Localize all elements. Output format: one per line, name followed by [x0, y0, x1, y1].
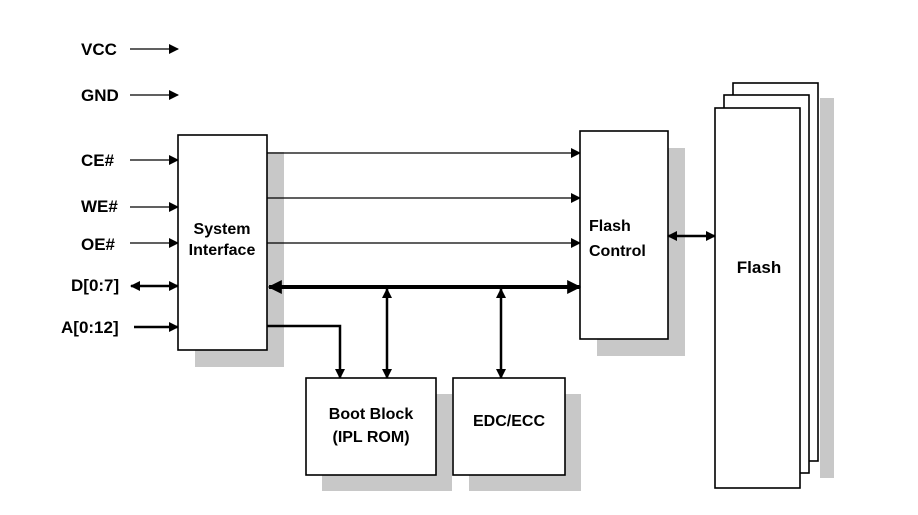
flash-memory-stack: Flash	[714, 82, 834, 489]
vcc-label: VCC	[81, 40, 117, 59]
data-bus-label: D[0:7]	[71, 276, 119, 295]
boot-block-label-line1: Boot Block	[329, 406, 414, 423]
edc-ecc-label: EDC/ECC	[473, 413, 545, 430]
flash-control-label-line1: Flash	[589, 218, 631, 235]
gnd-label: GND	[81, 86, 119, 105]
flash-label: Flash	[737, 258, 781, 277]
system-interface-label-line1: System	[194, 221, 251, 238]
boot-block: Boot Block (IPL ROM)	[305, 377, 452, 491]
address-to-boot-block-line	[267, 324, 345, 379]
boot-block-label-line2: (IPL ROM)	[332, 429, 409, 446]
system-interface-label-line2: Interface	[189, 242, 256, 259]
ce-label: CE#	[81, 151, 115, 170]
oe-label: OE#	[81, 235, 116, 254]
address-bus-label: A[0:12]	[61, 318, 119, 337]
flash-control-label-line2: Control	[589, 243, 646, 260]
we-label: WE#	[81, 197, 118, 216]
flash-control-block: Flash Control	[579, 130, 685, 356]
system-interface-block: System Interface	[177, 134, 284, 367]
edc-ecc-block: EDC/ECC	[452, 377, 581, 491]
